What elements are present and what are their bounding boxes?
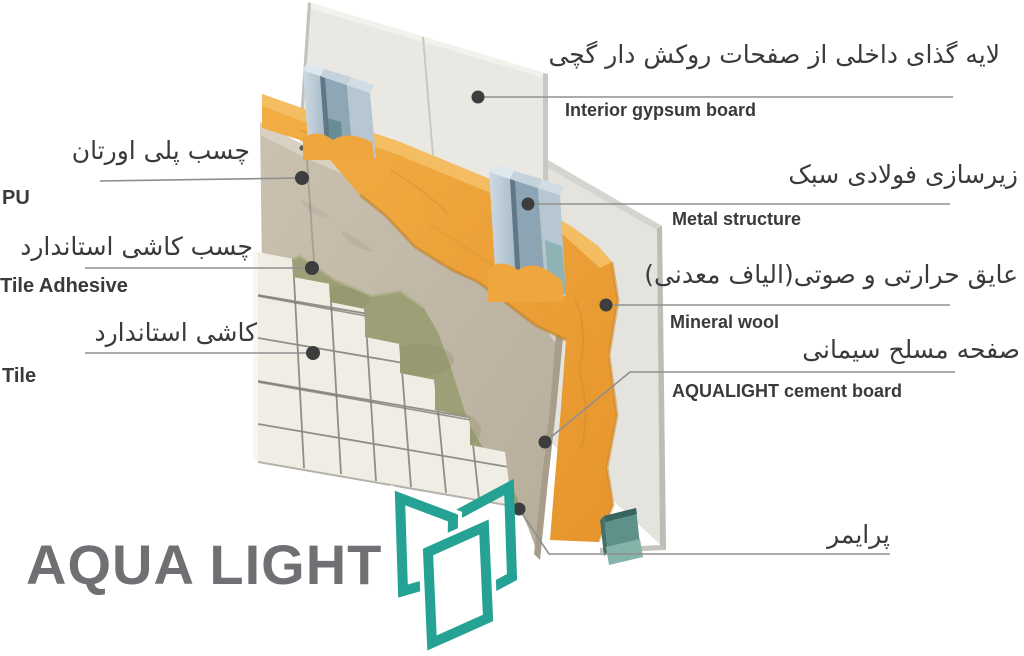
metal-stud-top (303, 63, 376, 160)
label-cement-fa: صفحه مسلح سیمانی (802, 335, 1020, 364)
label-primer-fa: پرایمر (827, 520, 890, 549)
label-pu-en: PU (2, 187, 30, 209)
label-tile-en: Tile (2, 365, 37, 387)
label-adhesive-en: Tile Adhesive (0, 275, 128, 297)
cement-board-seam (305, 145, 315, 263)
label-pu-fa: چسب پلی اورتان (71, 136, 250, 165)
cement-board-torn-edge (260, 122, 563, 344)
wool-tuft (488, 263, 564, 302)
label-wool-en: Mineral wool (670, 312, 780, 332)
label-cement-en: AQUALIGHT cement board (672, 381, 903, 401)
leader-lines (85, 96, 955, 555)
label-wool-fa: عایق حرارتی و صوتی(الیاف معدنی) (644, 260, 1018, 289)
label-gypsum-fa: لایه گذای داخلی از صفحات روکش دار گچی (548, 40, 1000, 69)
bottom-track (600, 508, 643, 565)
label-gypsum-en: Interior gypsum board (565, 100, 757, 120)
label-metal-en: Metal structure (672, 209, 802, 229)
aqualight-logo-icon (390, 478, 518, 656)
label-metal-fa: زیرسازی فولادی سبک (788, 160, 1018, 189)
wool-tuft (303, 133, 374, 160)
leader-dots (295, 90, 613, 516)
metal-stud-middle (488, 164, 566, 302)
gypsum-seam (422, 36, 434, 156)
label-tile-fa: کاشی استاندارد (94, 318, 257, 347)
label-adhesive-fa: چسب کاشی استاندارد (20, 232, 253, 261)
aqualight-logo-text: AQUA LIGHT (26, 533, 383, 596)
